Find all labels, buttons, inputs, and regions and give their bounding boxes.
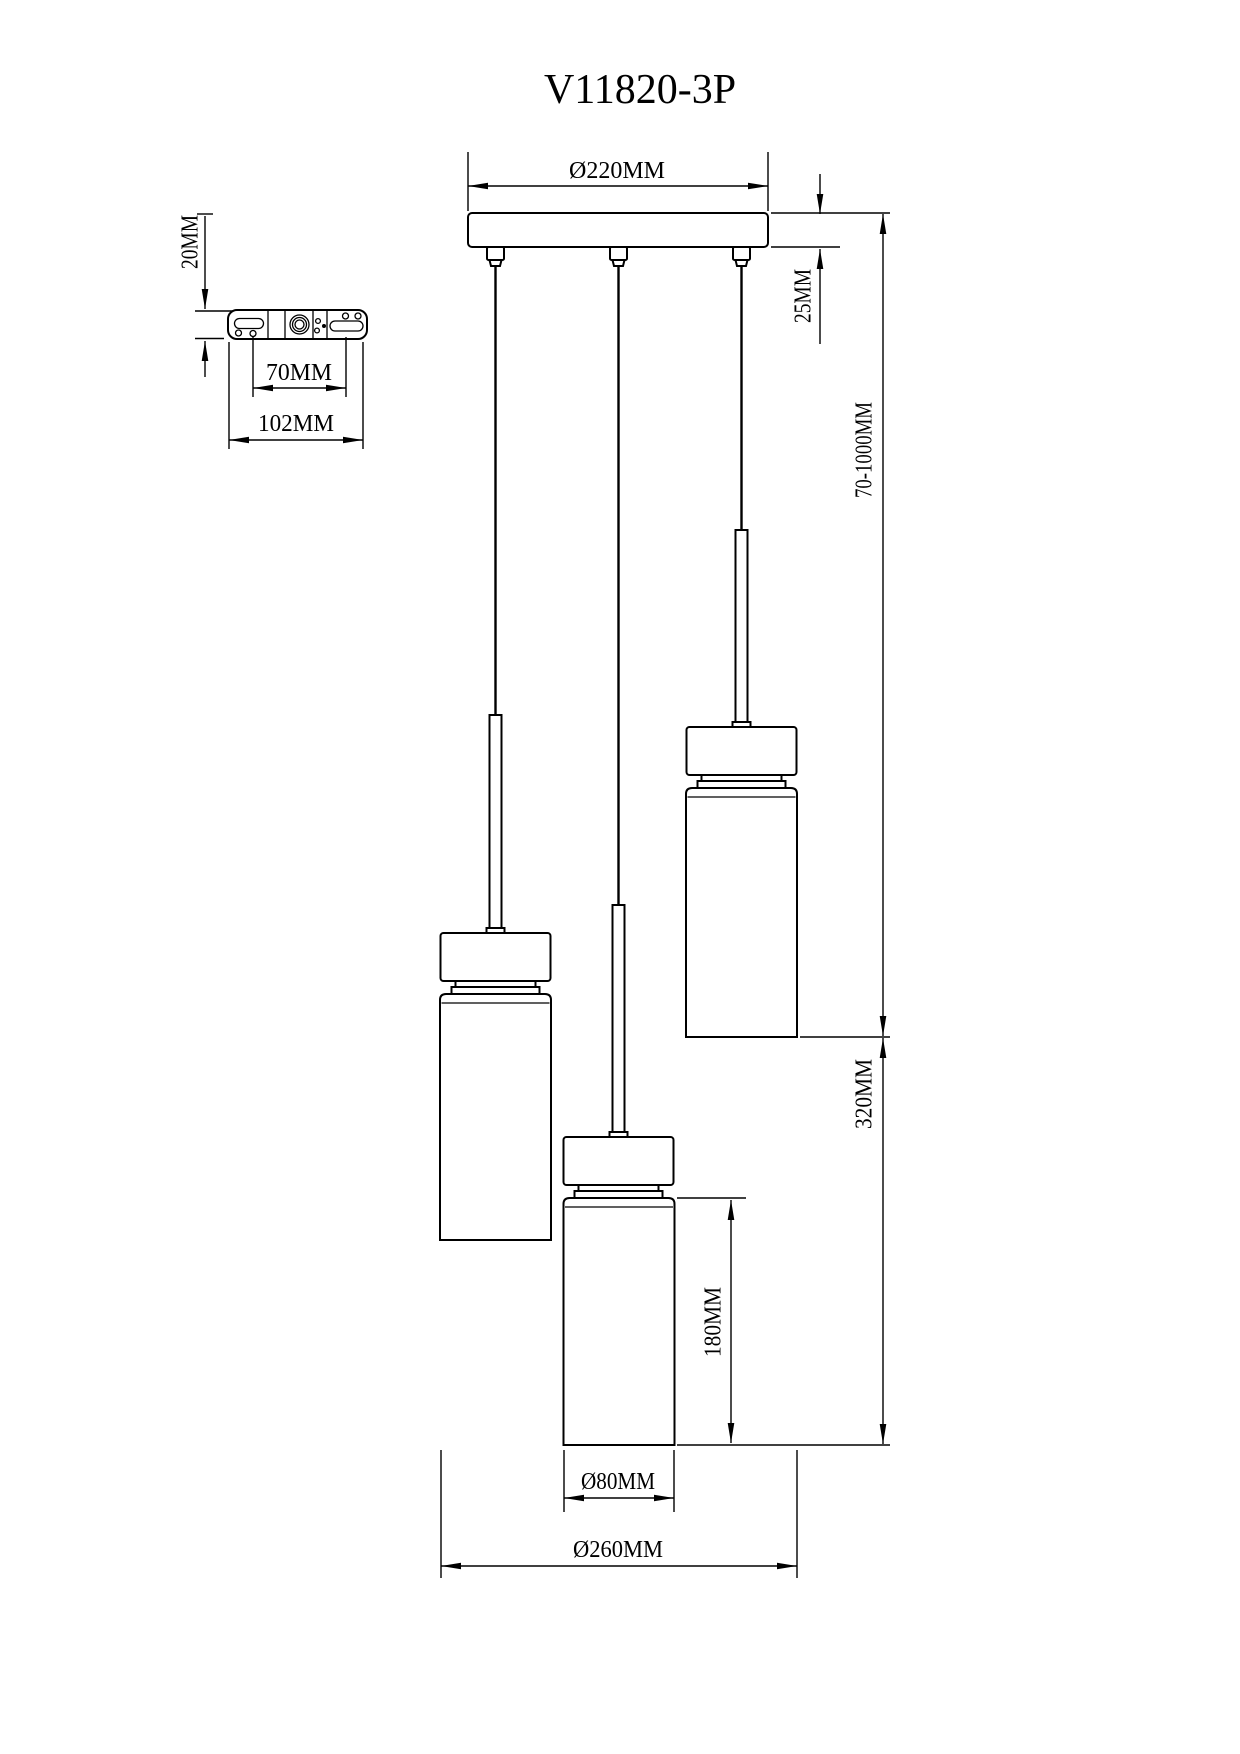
pendant-left bbox=[439, 266, 552, 1241]
bracket-pin bbox=[322, 324, 326, 328]
glass-shade bbox=[562, 1197, 676, 1446]
label-bracket-hole-spacing: 70MM bbox=[266, 360, 332, 386]
cord-connector-center bbox=[609, 246, 628, 267]
dim-suspension-range: 70-1000MM bbox=[852, 214, 887, 1036]
bracket-hole bbox=[234, 329, 243, 337]
label-overall-diameter: Ø260MM bbox=[573, 1537, 663, 1563]
lamp-head bbox=[562, 1136, 675, 1186]
label-canopy-height: 25MM bbox=[791, 269, 817, 323]
dim-bracket-hole-spacing: 70MM bbox=[252, 337, 347, 397]
stem-rod bbox=[734, 529, 749, 723]
bracket-center-hole bbox=[289, 314, 310, 335]
dim-bracket-length: 102MM bbox=[228, 342, 364, 449]
dim-canopy-diameter: Ø220MM bbox=[467, 152, 769, 211]
bracket-slot-right bbox=[329, 320, 364, 332]
dim-canopy-height: 25MM bbox=[771, 174, 890, 344]
mounting-bracket-top-view bbox=[227, 309, 368, 340]
page-title: V11820-3P bbox=[544, 67, 736, 113]
dim-overall-diameter: Ø260MM bbox=[440, 1450, 798, 1578]
glass-shade bbox=[685, 787, 798, 1038]
ceiling-canopy bbox=[467, 212, 769, 267]
dim-shade-height: 180MM bbox=[677, 1197, 890, 1446]
label-canopy-diameter: Ø220MM bbox=[569, 158, 665, 184]
dim-shade-diameter: Ø80MM bbox=[563, 1450, 675, 1512]
bracket-hole bbox=[341, 312, 350, 320]
label-shade-diameter: Ø80MM bbox=[581, 1469, 655, 1495]
cord-connector-right bbox=[732, 246, 751, 267]
stem-rod bbox=[488, 714, 503, 929]
lamp-head bbox=[685, 726, 798, 776]
label-suspension-range: 70-1000MM bbox=[852, 402, 878, 498]
pendant-center bbox=[562, 266, 676, 1446]
pendant-right bbox=[685, 266, 798, 1038]
label-shade-height: 180MM bbox=[701, 1287, 727, 1357]
cord-connector-left bbox=[486, 246, 505, 267]
bracket-hole bbox=[354, 312, 362, 320]
bracket-hole bbox=[314, 317, 322, 325]
bracket-slot-left bbox=[233, 317, 265, 330]
dim-bracket-thickness: 20MM bbox=[178, 213, 233, 377]
lamp-head bbox=[439, 932, 552, 982]
label-drop-section-height: 320MM bbox=[852, 1059, 878, 1129]
bracket-hole bbox=[249, 329, 257, 338]
label-bracket-thickness: 20MM bbox=[178, 215, 204, 269]
stem-rod bbox=[611, 904, 626, 1133]
label-bracket-length: 102MM bbox=[258, 411, 334, 437]
glass-shade bbox=[439, 993, 552, 1241]
dim-drop-section-height: 320MM bbox=[800, 1036, 890, 1444]
bracket-hole bbox=[313, 327, 321, 334]
